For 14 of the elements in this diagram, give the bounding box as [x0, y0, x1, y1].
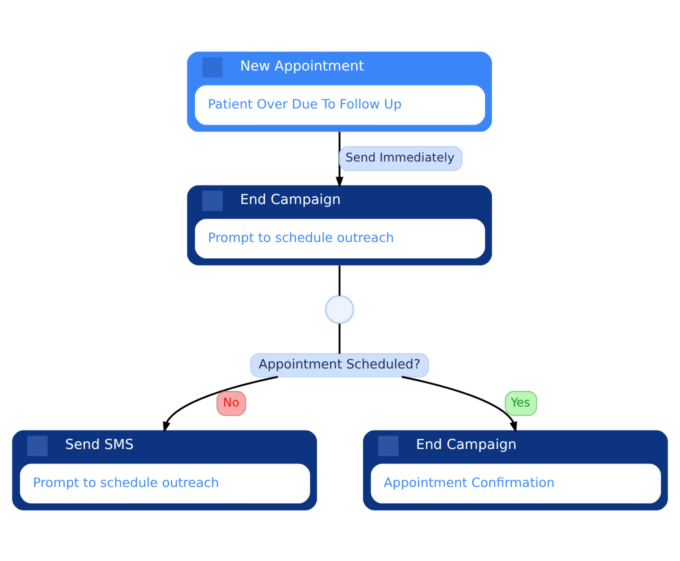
node-box: New Appointment Patient Over Due To Follow Up — [187, 51, 492, 132]
edge-label: Send Immediately — [346, 150, 454, 164]
connector — [338, 323, 340, 354]
node-box: End Campaign Prompt to schedule outreach — [187, 184, 492, 265]
connector — [338, 265, 340, 296]
edge-label: Yes — [510, 395, 530, 410]
node-box: End Campaign Appointment Confirmation — [363, 430, 668, 510]
arrow — [162, 375, 278, 432]
arrow — [402, 375, 518, 432]
arrow — [336, 131, 344, 188]
node-circle — [324, 294, 354, 324]
node-box: Send SMS Prompt to schedule outreach — [12, 430, 317, 510]
node-box: Appointment Scheduled? — [250, 352, 429, 377]
edge-label: No — [223, 395, 240, 410]
